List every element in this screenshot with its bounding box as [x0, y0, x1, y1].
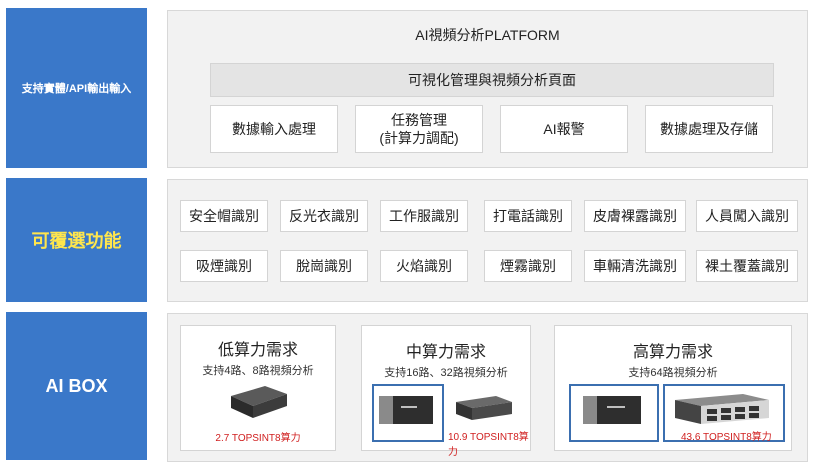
module-sublabel: (計算力調配) [379, 130, 459, 146]
function-item: 打電話識別 [484, 200, 572, 232]
rack-server-icon [456, 396, 512, 420]
aibox-mid: 中算力需求 支持16路、32路視頻分析 10.9 TOPSINT8算力 [361, 325, 531, 458]
ai-card-icon [583, 396, 641, 424]
server-frame [663, 384, 785, 442]
function-item: 安全帽識別 [180, 200, 268, 232]
platform-title: AI視頻分析PLATFORM [415, 27, 560, 43]
function-item: 煙霧識別 [484, 250, 572, 282]
aibox-mid-title: 中算力需求 [405, 344, 486, 361]
aibox-label: AI BOX [6, 312, 147, 460]
function-item: 反光衣識別 [280, 200, 368, 232]
function-item: 裸土覆蓋識別 [696, 250, 798, 282]
functions-label: 可覆選功能 [6, 178, 147, 302]
aibox-mid-performance: 10.9 TOPSINT8算力 [448, 432, 529, 458]
function-item: 火焰識別 [380, 250, 468, 282]
function-item: 工作服識別 [380, 200, 468, 232]
platform-panel: AI視頻分析PLATFORM 可視化管理與視頻分析頁面 數據輸入處理 任務管理 … [167, 10, 808, 168]
aibox-label-text: AI BOX [45, 375, 108, 396]
functions-panel: 安全帽識別 反光衣識別 工作服識別 打電話識別 皮膚裸露識別 人員闖入識別 吸煙… [167, 179, 808, 302]
module-label: 數據輸入處理 [232, 121, 316, 137]
module-task-management: 任務管理 (計算力調配) [355, 105, 483, 153]
mini-pc-icon [231, 386, 287, 418]
aibox-mid-subtitle: 支持16路、32路視頻分析 [384, 367, 508, 379]
aibox-panel: 低算力需求 支持4路、8路視頻分析 2.7 TOPSINT8算力 中算力需求 支… [167, 313, 808, 462]
ai-card-frame-high [569, 384, 659, 442]
aibox-high-subtitle: 支持64路視頻分析 [628, 367, 718, 379]
visual-management-bar: 可視化管理與視頻分析頁面 [210, 63, 774, 97]
module-label: AI報警 [543, 121, 585, 137]
aibox-low-performance: 2.7 TOPSINT8算力 [215, 433, 301, 444]
aibox-high-performance: 43.6 TOPSINT8算力 [681, 432, 772, 443]
module-data-input: 數據輸入處理 [210, 105, 338, 153]
input-output-label-text: 支持實體/API輸出輸入 [21, 83, 132, 95]
input-output-label: 支持實體/API輸出輸入 [6, 8, 147, 168]
ai-card-icon [379, 396, 433, 424]
aibox-high: 高算力需求 支持64路視頻分析 43 [554, 325, 792, 451]
module-ai-alarm: AI報警 [500, 105, 628, 153]
function-item: 車輛清洗識別 [584, 250, 686, 282]
function-item: 人員闖入識別 [696, 200, 798, 232]
aibox-low-title: 低算力需求 [217, 342, 298, 359]
functions-label-text: 可覆選功能 [31, 231, 122, 251]
aibox-high-title: 高算力需求 [632, 344, 713, 361]
function-item: 吸煙識別 [180, 250, 268, 282]
function-item: 脫崗識別 [280, 250, 368, 282]
ai-card-frame [372, 384, 444, 442]
server-chassis-icon [675, 394, 769, 424]
module-label: 任務管理 [391, 112, 447, 128]
aibox-low-subtitle: 支持4路、8路視頻分析 [202, 365, 314, 377]
module-label: 數據處理及存儲 [660, 121, 758, 137]
module-data-storage: 數據處理及存儲 [645, 105, 773, 153]
function-item: 皮膚裸露識別 [584, 200, 686, 232]
aibox-low: 低算力需求 支持4路、8路視頻分析 2.7 TOPSINT8算力 [180, 325, 336, 451]
